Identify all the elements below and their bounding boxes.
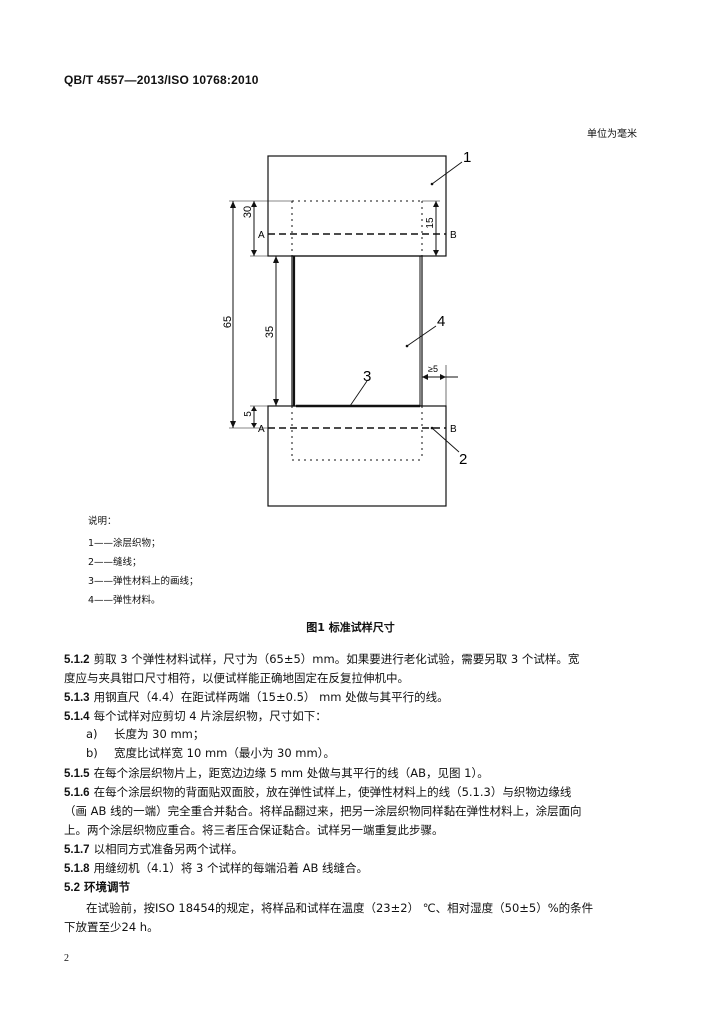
dim-5: 5 <box>243 411 254 417</box>
callout-4: 4 <box>437 313 445 330</box>
list-text: 宽度比试样宽 10 mm（最小为 30 mm）。 <box>114 746 335 760</box>
clause-number: 5.1.4 <box>64 711 90 723</box>
standard-code: QB/T 4557—2013/ISO 10768:2010 <box>64 73 259 87</box>
list-item: a) 长度为 30 mm； <box>86 726 204 745</box>
callout-1: 1 <box>463 149 471 166</box>
callout-2: 2 <box>459 451 467 468</box>
dim-35: 35 <box>264 326 276 338</box>
label-a-top: A <box>258 230 265 241</box>
dim-15: 15 <box>425 217 436 229</box>
label-b-top: B <box>450 230 457 241</box>
dim-65: 65 <box>222 316 234 328</box>
bottom-fabric-rect <box>267 405 447 507</box>
label-a-bottom: A <box>258 424 265 435</box>
key-item: 4——弹性材料。 <box>88 595 161 606</box>
clause-number: 5.1.6 <box>64 787 90 799</box>
unit-note: 单位为毫米 <box>587 129 637 140</box>
clause-text: 用钢直尺（4.4）在距试样两端（15±0.5） mm 处做与其平行的线。 <box>93 690 449 704</box>
dim-min-5: ≥5 <box>428 364 438 374</box>
key-item: 1——涂层织物； <box>88 538 161 549</box>
clause-text: 上。两个涂层织物应重合。将三者压合保证黏合。试样另一端重复此步骤。 <box>64 823 444 837</box>
top-fabric-rect <box>267 155 447 257</box>
final-paragraph: 在试验前，按ISO 18454的规定，将样品和试样在温度（23±2） ℃、相对湿… <box>64 899 644 937</box>
clause-text: 在每个涂层织物片上，距宽边边缘 5 mm 处做与其平行的线（AB，见图 1）。 <box>93 766 489 780</box>
list-label: b) <box>86 746 98 760</box>
clause-number: 5.1.5 <box>64 768 90 780</box>
list-item: b) 宽度比试样宽 10 mm（最小为 30 mm）。 <box>86 745 335 764</box>
page-number: 2 <box>64 953 69 964</box>
clause-number: 5.1.3 <box>64 692 90 704</box>
figure-caption: 图1 标准试样尺寸 <box>306 621 395 634</box>
label-b-bottom: B <box>450 424 457 435</box>
dim-30: 30 <box>242 206 254 218</box>
clause-text: 每个试样对应剪切 4 片涂层织物，尺寸如下： <box>93 709 327 723</box>
clause-text: 剪取 3 个弹性材料试样，尺寸为（65±5）mm。如果要进行老化试验，需要另取 … <box>93 652 580 666</box>
section-heading: 5.2 环境调节 <box>64 878 644 897</box>
callout-3: 3 <box>363 368 371 385</box>
elastic-strip-rect <box>291 255 423 407</box>
list-label: a) <box>86 727 98 741</box>
section-number: 5.2 <box>64 882 80 894</box>
paragraph-text: 在试验前，按ISO 18454的规定，将样品和试样在温度（23±2） ℃、相对湿… <box>86 901 594 915</box>
key-item: 3——弹性材料上的画线； <box>88 576 199 587</box>
clause-text: 度应与夹具钳口尺寸相符，以便试样能正确地固定在反复拉伸机中。 <box>64 671 409 685</box>
clause-number: 5.1.8 <box>64 863 90 875</box>
clause-text: （画 AB 线的一端）完全重合并黏合。将样品翻过来，把另一涂层织物同样黏在弹性材… <box>64 804 582 818</box>
clause-text: 以相同方式准备另两个试样。 <box>93 842 244 856</box>
specimen-figure: 65 30 35 5 15 ≥5 A B A B 1 2 3 4 <box>222 149 471 507</box>
paragraph-text: 下放置至少24 h。 <box>64 920 159 934</box>
section-title: 环境调节 <box>84 880 130 894</box>
clause-text: 用缝纫机（4.1）将 3 个试样的每端沿着 AB 线缝合。 <box>93 861 369 875</box>
list-text: 长度为 30 mm； <box>114 727 205 741</box>
key-title: 说明： <box>88 516 117 527</box>
clause-number: 5.1.7 <box>64 844 90 856</box>
key-item: 2——缝线； <box>88 557 142 568</box>
clause-text: 在每个涂层织物的背面贴双面胶，放在弹性试样上，使弹性材料上的线（5.1.3）与织… <box>93 785 572 799</box>
clause-number: 5.1.2 <box>64 654 90 666</box>
